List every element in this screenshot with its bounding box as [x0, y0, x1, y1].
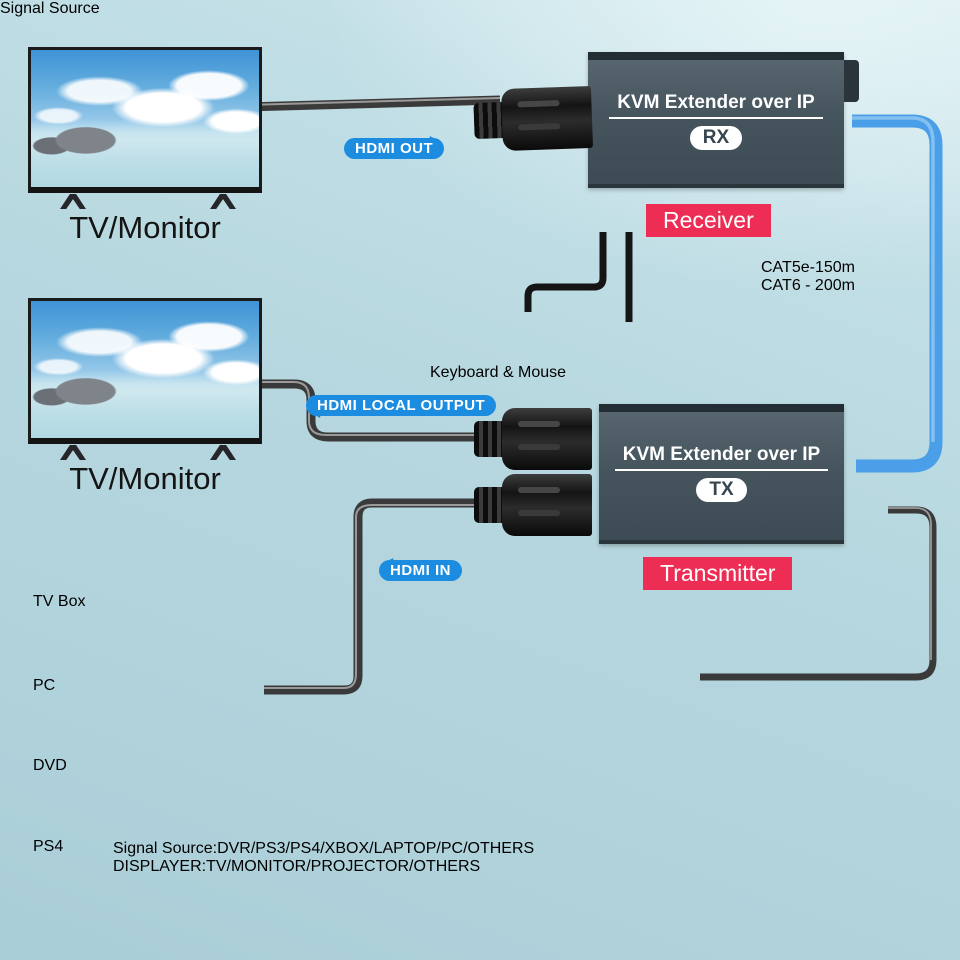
signal-source-item-label: TV Box	[33, 593, 86, 610]
footer-text: Signal Source:DVR/PS3/PS4/XBOX/LAPTOP/PC…	[113, 840, 534, 876]
hdmi-out-bubble: HDMI OUT	[344, 138, 445, 159]
tv-monitor-top: TV/Monitor	[28, 47, 262, 245]
hdmi-out-cable	[245, 95, 501, 112]
footer-line-1: Signal Source:DVR/PS3/PS4/XBOX/LAPTOP/PC…	[113, 840, 535, 857]
tv-screen-icon	[28, 298, 262, 444]
transmitter-tag: Transmitter	[643, 557, 793, 590]
footer-line-2: DISPLAYER:TV/MONITOR/PROJECTOR/OTHERS	[113, 858, 481, 875]
pc-icon	[57, 611, 105, 677]
tx-badge: TX	[696, 478, 747, 502]
keyboard-mouse-label: Keyboard & Mouse	[430, 364, 567, 381]
tvbox-icon	[41, 527, 121, 593]
unit-tab-icon	[844, 60, 859, 102]
usb-plug-icon	[617, 188, 642, 240]
tv-monitor-middle: TV/Monitor	[28, 298, 262, 496]
signal-source-pill: Signal Source	[0, 0, 100, 17]
transmitter-unit: KVM Extender over IP TX	[599, 404, 844, 544]
receiver-unit: KVM Extender over IP RX	[588, 52, 859, 188]
hdmi-plug-icon	[474, 408, 592, 470]
tv-monitor-label: TV/Monitor	[69, 461, 221, 496]
cat6-line: CAT6 - 200m	[761, 277, 855, 294]
hdmi-plug-icon	[473, 85, 594, 152]
receiver-tag: Receiver	[646, 204, 771, 237]
signal-source-item: TV Box	[33, 527, 129, 611]
signal-source-item-label: DVD	[33, 757, 67, 774]
hdmi-in-cable-highlight	[264, 504, 500, 689]
signal-source-item: DVD	[33, 695, 141, 775]
keyboard-usb-cable	[524, 232, 607, 312]
tv-screen-icon	[28, 47, 262, 193]
tv-monitor-label: TV/Monitor	[69, 210, 221, 245]
cat-cable	[852, 114, 943, 473]
cat5e-line: CAT5e-150m	[761, 259, 855, 276]
hdmi-out-cable-highlight	[245, 97, 501, 106]
unit-title: KVM Extender over IP	[614, 444, 829, 471]
rx-badge: RX	[689, 126, 743, 150]
unit-title: KVM Extender over IP	[609, 92, 823, 119]
hdmi-local-output-bubble: HDMI LOCAL OUTPUT	[306, 395, 497, 416]
usb-plug-icon	[591, 188, 616, 240]
signal-source-box: TV Box PC DVD PS4	[33, 527, 141, 856]
signal-source-item-label: PS4	[33, 838, 64, 855]
cat-cable-highlight	[852, 116, 935, 442]
signal-source-item-label: PC	[33, 677, 56, 694]
power-cable-highlight	[888, 507, 932, 660]
power-cable	[700, 506, 937, 681]
signal-source-item: PS4	[33, 775, 137, 856]
hdmi-plug-icon	[474, 474, 592, 536]
signal-source-item: PC	[33, 611, 129, 695]
hdmi-in-bubble: HDMI IN	[379, 560, 462, 581]
cat-distance-text: CAT5e-150m CAT6 - 200m	[761, 259, 855, 295]
dvd-icon	[40, 695, 134, 757]
ps4-icon	[41, 775, 129, 838]
hdmi-in-cable	[264, 498, 500, 695]
